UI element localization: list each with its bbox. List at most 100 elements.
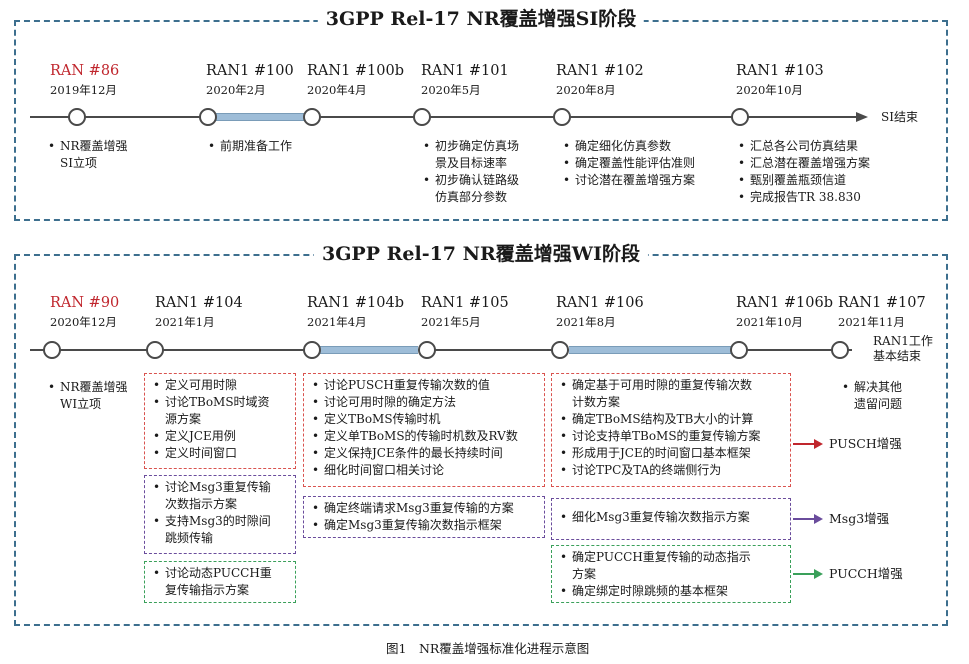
list-item: 讨论PUSCH重复传输次数的值 — [310, 377, 540, 394]
wi-meeting-name: RAN1 #106b — [736, 295, 834, 311]
si-node-ran1-102 — [553, 108, 571, 126]
pucch-arrow-icon — [793, 569, 823, 579]
si-node-ran1-100 — [199, 108, 217, 126]
si-node-ran1-100b — [303, 108, 321, 126]
wi-meeting-name: RAN1 #107 — [838, 295, 926, 311]
wi-meeting-name: RAN #90 — [50, 295, 120, 311]
list-item: 汇总各公司仿真结果 — [736, 138, 870, 155]
list-item: 细化时间窗口相关讨论 — [310, 462, 540, 479]
list-item: 定义JCE用例 — [151, 428, 291, 445]
wi-panel-title: 3GPP Rel-17 NR覆盖增强WI阶段 — [313, 242, 649, 266]
list-item: 定义单TBoMS的传输时机数及RV数 — [310, 428, 540, 445]
si-timeline-arrow-icon — [856, 112, 868, 122]
wi-meeting-date: 2021年10月 — [736, 315, 803, 329]
si-meeting-name: RAN #86 — [50, 63, 120, 79]
list-item: 确定绑定时隙跳频的基本框架 — [558, 583, 786, 600]
pusch-arrow-icon — [793, 439, 823, 449]
si-meeting-date: 2020年5月 — [421, 83, 481, 97]
list-item: 确定TBoMS结构及TB大小的计算 — [558, 411, 786, 428]
si-meeting-name: RAN1 #101 — [421, 63, 509, 79]
list-item: 完成报告TR 38.830 — [736, 189, 870, 206]
si-node-ran1-103 — [731, 108, 749, 126]
wi-timeline — [30, 349, 852, 351]
wi-node-ran1-104b — [303, 341, 321, 359]
msg3-label: Msg3增强 — [829, 511, 890, 526]
si-node-ran86 — [68, 108, 86, 126]
pusch-label: PUSCH增强 — [829, 436, 902, 451]
si-meeting-name: RAN1 #100 — [206, 63, 294, 79]
wi-meeting-date: 2020年12月 — [50, 315, 117, 329]
si-meeting-date: 2020年4月 — [307, 83, 367, 97]
si-meeting-name: RAN1 #103 — [736, 63, 824, 79]
list-item: 讨论支持单TBoMS的重复传输方案 — [558, 428, 786, 445]
list-item: 甄别覆盖瓶颈信道 — [736, 172, 870, 189]
wi-meeting-name: RAN1 #104b — [307, 295, 405, 311]
si-meeting-date: 2020年2月 — [206, 83, 266, 97]
col2-pusch-box: 讨论PUSCH重复传输次数的值 讨论可用时隙的确定方法 定义TBoMS传输时机 … — [303, 373, 545, 487]
wi-node-ran1-105 — [418, 341, 436, 359]
msg3-arrow-icon — [793, 514, 823, 524]
list-item: 定义可用时隙 — [151, 377, 291, 394]
list-item: 确定终端请求Msg3重复传输的方案 — [310, 500, 540, 517]
si-node-ran1-101 — [413, 108, 431, 126]
wi-meeting-date: 2021年1月 — [155, 315, 215, 329]
wi-node-ran1-106b — [730, 341, 748, 359]
si-meeting-date: 2020年10月 — [736, 83, 803, 97]
wi-meeting-date: 2021年8月 — [556, 315, 616, 329]
list-item: 定义时间窗口 — [151, 445, 291, 462]
list-item: 前期准备工作 — [206, 138, 292, 155]
col3-msg3-box: 细化Msg3重复传输次数指示方案 — [551, 498, 791, 540]
list-item: 确定覆盖性能评估准则 — [561, 155, 695, 172]
wi-node-ran1-106 — [551, 341, 569, 359]
col2-msg3-box: 确定终端请求Msg3重复传输的方案 确定Msg3重复传输次数指示框架 — [303, 496, 545, 538]
list-item: 汇总潜在覆盖增强方案 — [736, 155, 870, 172]
wi-meeting-name: RAN1 #104 — [155, 295, 243, 311]
wi-blue-bar-2 — [569, 346, 734, 354]
wi-blue-bar-1 — [320, 346, 418, 354]
wi-end-label: RAN1工作基本结束 — [873, 334, 933, 363]
si-panel-title: 3GPP Rel-17 NR覆盖增强SI阶段 — [317, 7, 645, 31]
list-item: 细化Msg3重复传输次数指示方案 — [558, 509, 786, 526]
pucch-label: PUCCH增强 — [829, 566, 903, 581]
si-meeting-name: RAN1 #102 — [556, 63, 644, 79]
list-item: 讨论可用时隙的确定方法 — [310, 394, 540, 411]
si-meeting-date: 2020年8月 — [556, 83, 616, 97]
wi-node-ran1-104 — [146, 341, 164, 359]
wi-meeting-date: 2021年4月 — [307, 315, 367, 329]
si-meeting-name: RAN1 #100b — [307, 63, 405, 79]
list-item: 确定Msg3重复传输次数指示框架 — [310, 517, 540, 534]
list-item: 形成用于JCE的时间窗口基本框架 — [558, 445, 786, 462]
si-note-ran1-102: 确定细化仿真参数 确定覆盖性能评估准则 讨论潜在覆盖增强方案 — [561, 138, 695, 189]
list-item: 定义TBoMS传输时机 — [310, 411, 540, 428]
wi-meeting-date: 2021年5月 — [421, 315, 481, 329]
wi-meeting-name: RAN1 #105 — [421, 295, 509, 311]
wi-node-ran1-107 — [831, 341, 849, 359]
list-item: 确定细化仿真参数 — [561, 138, 695, 155]
wi-meeting-name: RAN1 #106 — [556, 295, 644, 311]
figure-caption: 图1 NR覆盖增强标准化进程示意图 — [386, 641, 590, 656]
si-note-ran1-103: 汇总各公司仿真结果 汇总潜在覆盖增强方案 甄别覆盖瓶颈信道 完成报告TR 38.… — [736, 138, 870, 206]
wi-meeting-date: 2021年11月 — [838, 315, 905, 329]
si-blue-bar — [216, 113, 306, 121]
wi-node-ran90 — [43, 341, 61, 359]
list-item: 定义保持JCE条件的最长持续时间 — [310, 445, 540, 462]
